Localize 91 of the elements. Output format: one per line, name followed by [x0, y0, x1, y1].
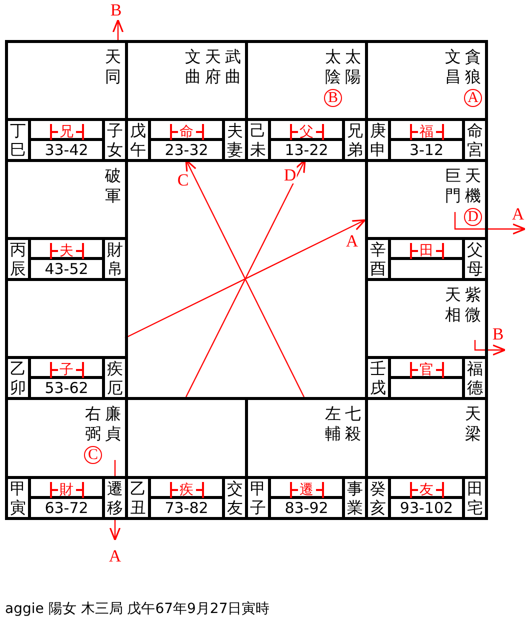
arrow: [454, 212, 526, 235]
stem-branch-label: 丁巳: [8, 121, 31, 159]
circled-letter: C: [84, 446, 102, 464]
palace-cell: [125, 40, 248, 162]
palace-marker: 夫: [50, 243, 84, 259]
palace-cell: [5, 278, 128, 400]
star-name: 天同: [105, 47, 121, 87]
palace-marker: 父: [290, 124, 324, 140]
palace-cell: [5, 397, 128, 520]
palace-marker: 子: [50, 362, 84, 378]
star-name: 太陽: [345, 47, 361, 87]
stem-branch-label: 辛酉: [368, 240, 391, 278]
age-range: 73-82: [164, 499, 208, 517]
age-range: 93-102: [400, 499, 454, 517]
palace-name: 田宅: [462, 479, 485, 517]
arrow: [474, 340, 506, 356]
palace-name: 父母: [462, 240, 485, 278]
age-range: 63-72: [44, 499, 88, 517]
palace-name: 福德: [462, 359, 485, 397]
palace-marker: 兄: [50, 124, 84, 140]
star-name: 貪狼: [465, 47, 481, 87]
palace-cell: [365, 397, 488, 520]
star-name: 七殺: [345, 404, 361, 444]
age-range: 3-12: [409, 141, 444, 159]
palace-marker: 疾: [170, 482, 204, 498]
palace-cell: [5, 40, 128, 162]
edge-label: C: [176, 172, 190, 188]
star-name: 天梁: [465, 404, 481, 444]
palace-name: 遷移: [102, 479, 125, 517]
caption: aggie 陽女 木三局 戊午67年9月27日寅時: [5, 600, 270, 618]
star-name: 左輔: [325, 404, 341, 444]
palace-cell: [245, 397, 368, 520]
palace-name: 夫妻: [222, 121, 245, 159]
palace-name: 事業: [342, 479, 365, 517]
palace-name: 兄弟: [342, 121, 365, 159]
palace-marker: 財: [50, 482, 84, 498]
stem-branch-label: 癸亥: [368, 479, 391, 517]
star-name: 文昌: [445, 47, 461, 87]
circled-letter: A: [464, 89, 482, 107]
edge-label: B: [491, 326, 505, 342]
palace-cell: [365, 40, 488, 162]
palace-name: 財帛: [102, 240, 125, 278]
age-range: 13-22: [284, 141, 328, 159]
palace-name: 交友: [222, 479, 245, 517]
palace-marker: 田: [410, 243, 444, 259]
circled-letter: B: [324, 89, 342, 107]
arrow: [112, 19, 124, 40]
palace-marker: 官: [410, 362, 444, 378]
stem-branch-label: 乙卯: [8, 359, 31, 397]
edge-label: B: [109, 2, 123, 18]
star-name: 太陰: [325, 47, 341, 87]
stem-branch-label: 乙丑: [128, 479, 151, 517]
stem-branch-label: 甲寅: [8, 479, 31, 517]
palace-name: 疾厄: [102, 359, 125, 397]
edge-label: A: [344, 232, 360, 250]
edge-label: A: [108, 548, 122, 564]
circled-letter: D: [464, 208, 482, 226]
star-name: 廉貞: [105, 404, 121, 444]
edge-label: D: [282, 166, 298, 184]
stem-branch-label: 戊午: [128, 121, 151, 159]
edge-label: A: [510, 206, 526, 222]
star-name: 右弼: [85, 404, 101, 444]
stem-branch-label: 己未: [248, 121, 271, 159]
palace-name: 子女: [102, 121, 125, 159]
star-name: 紫微: [465, 285, 481, 325]
palace-name: 命宮: [462, 121, 485, 159]
stem-branch-label: 丙辰: [8, 240, 31, 278]
star-name: 破軍: [105, 166, 121, 206]
palace-cell: [245, 40, 368, 162]
palace-cell: [365, 159, 488, 281]
palace-marker: 遷: [290, 482, 324, 498]
palace-cell: [365, 278, 488, 400]
stem-branch-label: 壬戌: [368, 359, 391, 397]
star-name: 巨門: [445, 166, 461, 206]
age-range: 43-52: [44, 260, 88, 278]
age-range: 53-62: [44, 379, 88, 397]
stem-branch-label: 庚申: [368, 121, 391, 159]
age-range: 33-42: [44, 141, 88, 159]
palace-cell: [125, 397, 248, 520]
star-name: 天相: [445, 285, 461, 325]
palace-marker: 友: [410, 482, 444, 498]
star-name: 武曲: [225, 47, 241, 87]
age-range: 23-32: [164, 141, 208, 159]
palace-cell: [5, 159, 128, 281]
palace-marker: 命: [170, 124, 204, 140]
star-name: 天機: [465, 166, 481, 206]
palace-marker: 福: [410, 124, 444, 140]
star-name: 天府: [205, 47, 221, 87]
stem-branch-label: 甲子: [248, 479, 271, 517]
star-name: 文曲: [185, 47, 201, 87]
age-range: 83-92: [284, 499, 328, 517]
